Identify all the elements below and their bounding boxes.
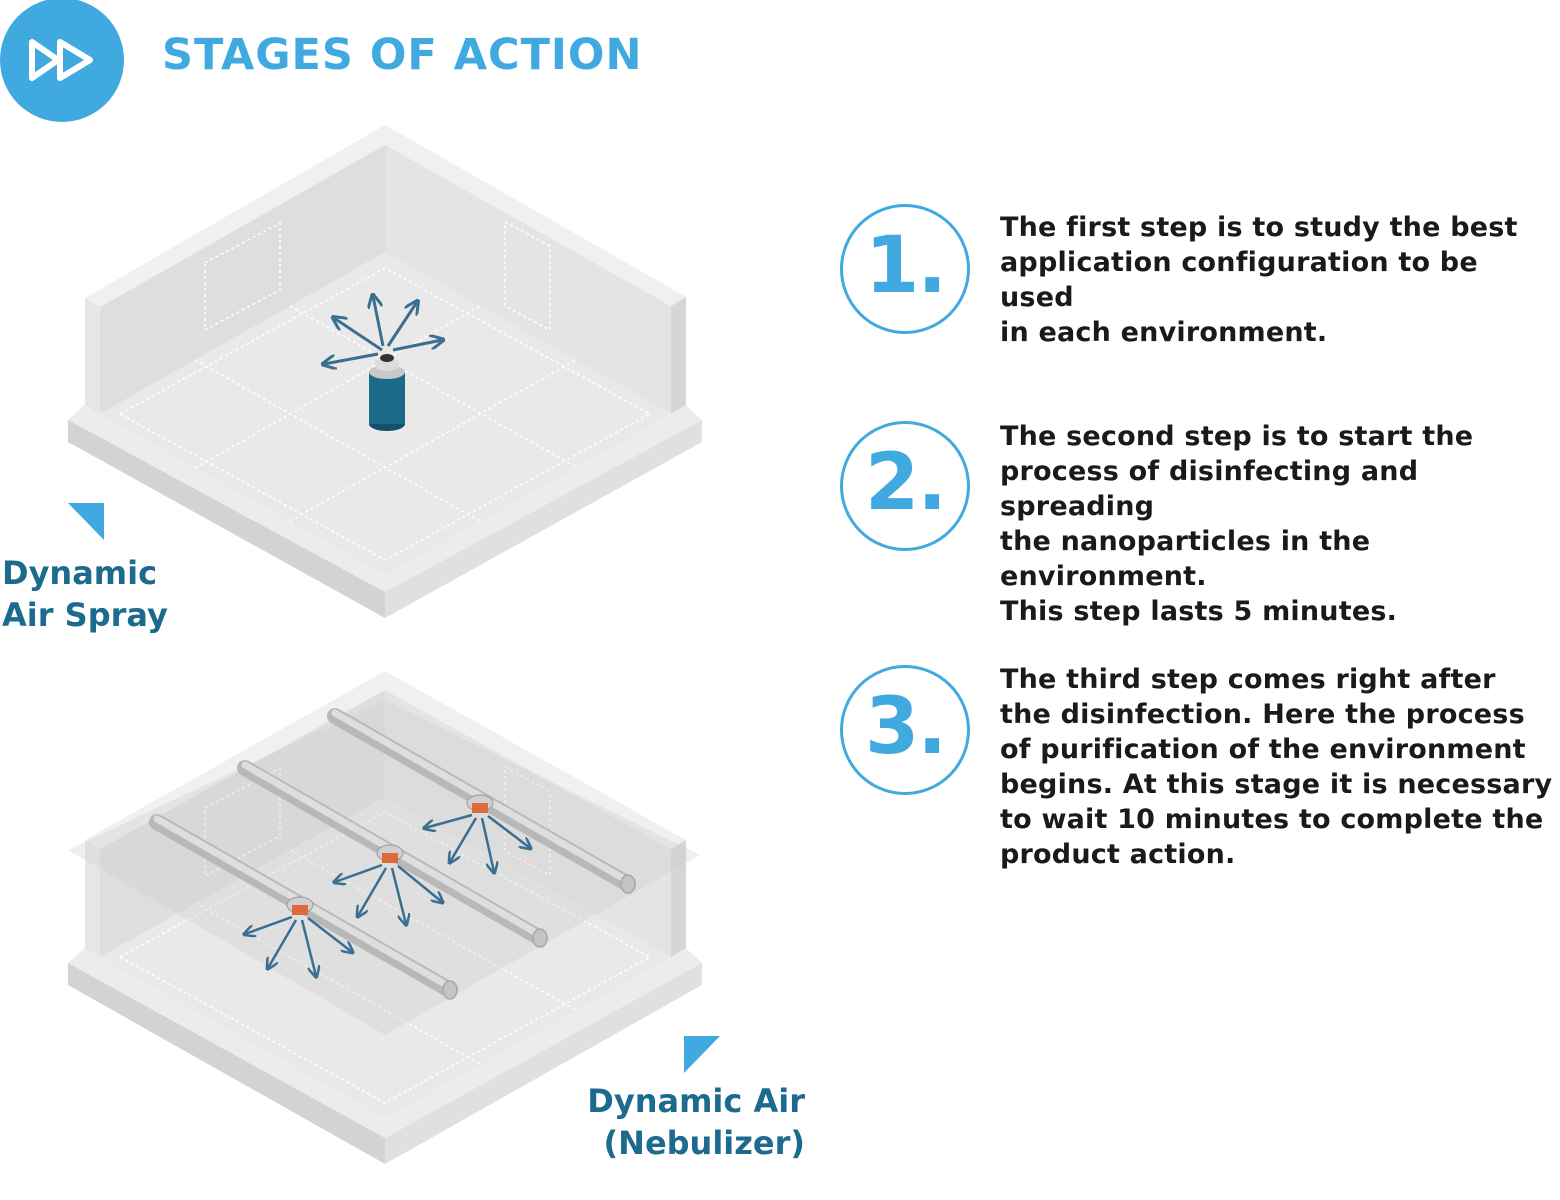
step-2-badge: 2.	[840, 421, 970, 551]
label-marker	[68, 503, 104, 540]
scene-label-nebulizer: Dynamic Air (Nebulizer)	[587, 1082, 805, 1162]
room-nebulizer	[68, 671, 702, 1164]
nebulizer-pipes	[149, 708, 636, 1000]
label-marker	[684, 1036, 720, 1073]
step-2-text: The second step is to start the process …	[1000, 421, 1474, 627]
room-spray	[68, 125, 702, 618]
spray-can	[369, 354, 405, 431]
page-title: STAGES OF ACTION	[162, 30, 643, 80]
mist-arrows	[245, 813, 530, 976]
scene-label-spray: Dynamic Air Spray	[2, 554, 168, 634]
step-1-badge: 1.	[840, 204, 970, 334]
step-3-badge: 3.	[840, 665, 970, 795]
spray-arrows	[324, 296, 442, 364]
step-1-text: The first step is to study the best appl…	[1000, 212, 1518, 348]
fast-forward-icon	[0, 0, 124, 122]
step-3-text: The third step comes right after the dis…	[1000, 664, 1553, 870]
